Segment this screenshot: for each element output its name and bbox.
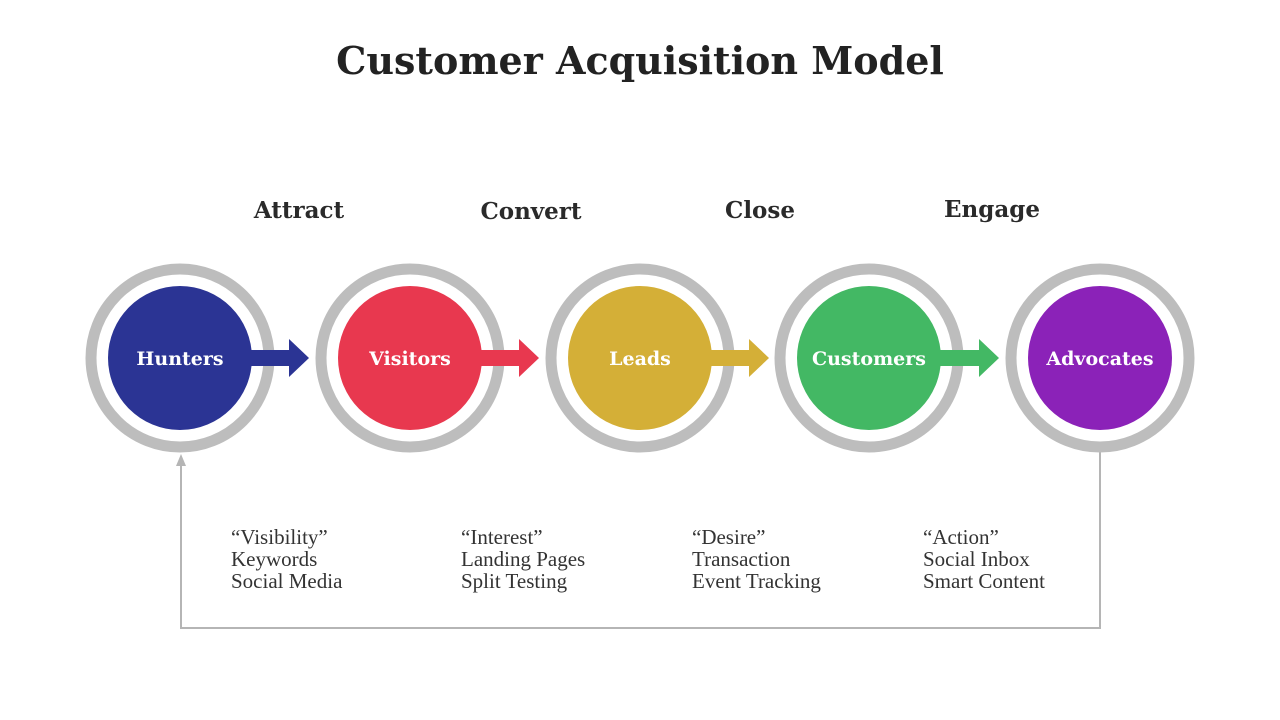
description-visibility: “Visibility” Keywords Social Media: [231, 526, 342, 592]
node-ring: [1005, 263, 1195, 453]
node-fill: [568, 286, 712, 430]
page-title: Customer Acquisition Model: [336, 38, 944, 83]
description-item: Social Media: [231, 569, 343, 593]
description-heading: “Action”: [923, 525, 999, 549]
node-label-advocates: Advocates: [1045, 348, 1153, 370]
node-advocates: [1005, 263, 1195, 453]
description-item: Social Inbox: [923, 547, 1030, 571]
node-fill: [338, 286, 482, 430]
description-heading: “Interest”: [461, 525, 543, 549]
node-label-customers: Customers: [812, 348, 926, 370]
node-fill: [1028, 286, 1172, 430]
stage-label-convert: Convert: [480, 198, 581, 225]
description-desire: “Desire” Transaction Event Tracking: [692, 526, 821, 592]
arrow-hunters-to-visitors: [248, 339, 309, 377]
arrow-leads-to-customers: [708, 339, 769, 377]
arrow-customers-to-advocates: [938, 339, 999, 377]
description-interest: “Interest” Landing Pages Split Testing: [461, 526, 585, 592]
node-label-hunters: Hunters: [136, 348, 223, 370]
description-item: Landing Pages: [461, 547, 586, 571]
description-item: Transaction: [692, 547, 791, 571]
node-fill: [108, 286, 252, 430]
node-label-visitors: Visitors: [368, 348, 451, 370]
description-item: Split Testing: [461, 569, 568, 593]
stage-label-attract: Attract: [253, 197, 345, 224]
feedback-loop-arrowhead: [176, 454, 186, 466]
description-heading: “Visibility”: [231, 525, 328, 549]
node-fill: [797, 286, 941, 430]
description-item: Keywords: [231, 547, 318, 571]
arrow-visitors-to-leads: [478, 339, 539, 377]
description-item: Smart Content: [923, 569, 1045, 593]
stage-label-engage: Engage: [944, 196, 1040, 223]
node-label-leads: Leads: [609, 348, 671, 370]
description-item: Event Tracking: [692, 569, 821, 593]
description-action: “Action” Social Inbox Smart Content: [923, 526, 1045, 592]
stage-label-close: Close: [725, 197, 795, 224]
description-heading: “Desire”: [692, 525, 766, 549]
feedback-loop-line: [180, 452, 1101, 629]
